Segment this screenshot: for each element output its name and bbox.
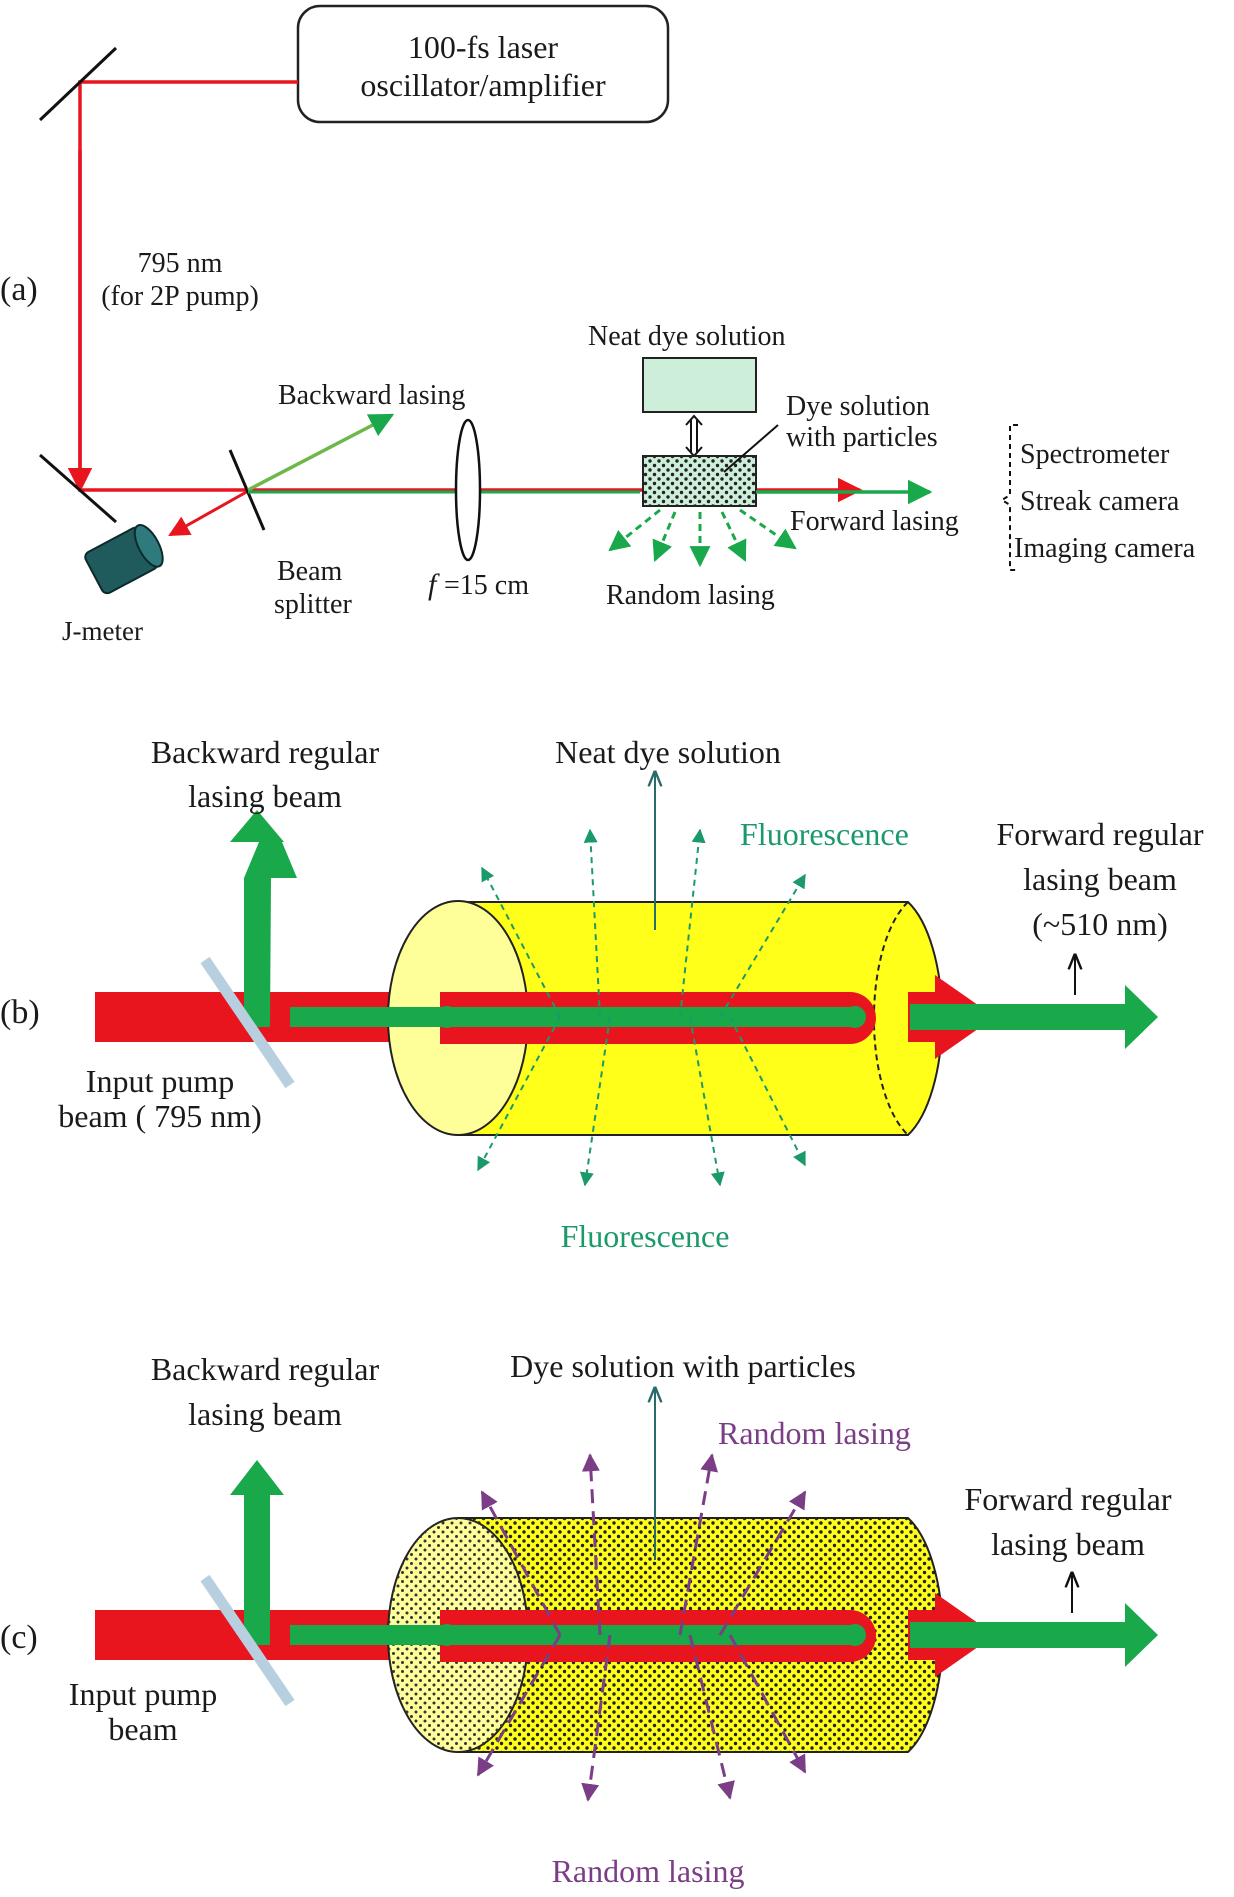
dye-particles-line2: with particles bbox=[786, 422, 938, 453]
panel-a: (a) 100-fs laser oscillator/amplifier bbox=[0, 4, 1196, 646]
fluor-arrow-up-4 bbox=[719, 873, 806, 1018]
j-meter bbox=[84, 524, 164, 595]
fluor-arrow-down-1 bbox=[477, 1016, 561, 1172]
random-arrow-5 bbox=[739, 508, 797, 550]
core-end-right bbox=[844, 1006, 866, 1028]
jmeter-beam bbox=[168, 488, 251, 537]
forward-beam-line1: Forward regular bbox=[996, 816, 1203, 852]
core-end-left bbox=[436, 1006, 458, 1028]
random-c-up-2 bbox=[678, 1453, 719, 1636]
forward-green-arrowhead bbox=[1125, 985, 1158, 1049]
random-arrow-2 bbox=[652, 511, 677, 562]
swap-arrow-icon bbox=[685, 414, 703, 458]
fluor-arrow-up-2 bbox=[679, 828, 706, 1018]
random-c-up-1 bbox=[581, 1453, 602, 1636]
lens-value-label: =15 cm bbox=[444, 570, 529, 601]
panel-c-tag: (c) bbox=[0, 1619, 38, 1656]
random-c-down-2 bbox=[581, 1634, 612, 1802]
fluor-arrow-down-4 bbox=[729, 1016, 806, 1167]
backward-beam-line1: Backward regular bbox=[151, 734, 380, 770]
random-c-up-4 bbox=[718, 1490, 807, 1636]
wavelength-line1: 795 nm bbox=[138, 248, 223, 279]
panel-b: (b) bbox=[0, 734, 1204, 1254]
random-lasing-arrows-c bbox=[476, 1453, 807, 1802]
panel-a-tag: (a) bbox=[0, 271, 38, 308]
beam-splitter-line2: splitter bbox=[274, 589, 352, 620]
panel-b-tag: (b) bbox=[0, 994, 40, 1031]
random-lasing-top-label: Random lasing bbox=[718, 1415, 911, 1451]
j-meter-label: J-meter bbox=[62, 616, 143, 646]
backward-beam-vertical bbox=[244, 878, 270, 1027]
random-c-up-3 bbox=[480, 1490, 562, 1636]
neat-dye-b-label: Neat dye solution bbox=[555, 734, 781, 770]
panel-c: (c) Backward regular lasing bbox=[0, 1348, 1172, 1889]
forward-beam-c-line1: Forward regular bbox=[964, 1481, 1171, 1517]
lens bbox=[454, 418, 482, 562]
backward-beam-shaft-head bbox=[244, 842, 297, 1027]
particle-cuvette-dots bbox=[643, 456, 756, 506]
particle-pointer bbox=[723, 424, 779, 473]
dye-particles-c-label: Dye solution with particles bbox=[510, 1348, 856, 1384]
dye-particles-line1: Dye solution bbox=[786, 391, 930, 422]
random-arrow-1 bbox=[608, 508, 661, 552]
beam-splitter-b bbox=[200, 956, 295, 1089]
backward-beam-arrowhead bbox=[230, 810, 284, 842]
random-lasing-arrows bbox=[608, 508, 797, 568]
forward-beam-c-line2: lasing beam bbox=[991, 1526, 1145, 1562]
random-c-down-4 bbox=[728, 1634, 807, 1774]
fluorescence-arrows bbox=[477, 828, 806, 1187]
backward-beam-line2: lasing beam bbox=[188, 778, 342, 814]
detector-spectrometer: Spectrometer bbox=[1020, 439, 1170, 470]
backward-beam-arrowhead-c bbox=[230, 1460, 284, 1495]
neat-dye-cuvette bbox=[642, 357, 757, 413]
random-lasing-bottom-label: Random lasing bbox=[552, 1853, 745, 1889]
random-lasing-label: Random lasing bbox=[606, 580, 775, 611]
input-beam-line1: Input pump bbox=[86, 1063, 234, 1099]
random-c-down-3 bbox=[688, 1634, 735, 1800]
forward-green-arrowhead-c bbox=[1125, 1603, 1158, 1667]
laser-label-line1: 100-fs laser bbox=[408, 29, 559, 65]
detector-streak-camera: Streak camera bbox=[1020, 486, 1180, 517]
backward-lasing-arrow bbox=[247, 413, 395, 492]
random-arrow-4 bbox=[720, 511, 747, 562]
beam-splitter bbox=[228, 449, 266, 531]
input-beam-c-line2: beam bbox=[108, 1711, 177, 1747]
wavelength-line2: (for 2P pump) bbox=[101, 281, 259, 312]
input-beam-line2: beam ( 795 nm) bbox=[58, 1098, 262, 1134]
forward-beam-line2: lasing beam bbox=[1023, 861, 1177, 897]
inner-lasing-core bbox=[290, 1007, 856, 1027]
laser-box bbox=[296, 4, 670, 124]
fluor-arrow-up-1 bbox=[583, 828, 601, 1018]
forward-lasing-label: Forward lasing bbox=[790, 506, 959, 537]
neat-dye-label: Neat dye solution bbox=[588, 321, 786, 352]
core-end-right-c bbox=[844, 1624, 866, 1646]
laser-label-line2: oscillator/amplifier bbox=[360, 67, 606, 103]
forward-green-beam bbox=[910, 1004, 1125, 1030]
detector-imaging-camera: Imaging camera bbox=[1014, 533, 1196, 564]
backward-beam-c-line2: lasing beam bbox=[188, 1396, 342, 1432]
random-c-down-1 bbox=[476, 1634, 562, 1777]
beam-splitter-c bbox=[200, 1574, 295, 1707]
forward-green-beam-c bbox=[910, 1622, 1125, 1648]
mirror-top bbox=[38, 46, 118, 122]
lens-f-label: f bbox=[428, 568, 440, 601]
backward-beam-vertical-c bbox=[244, 1495, 270, 1645]
core-end-left-c bbox=[436, 1624, 458, 1646]
backward-beam-c-line1: Backward regular bbox=[151, 1351, 380, 1387]
inner-lasing-core-c bbox=[290, 1625, 856, 1645]
fluorescence-bottom-label: Fluorescence bbox=[561, 1218, 730, 1254]
fluorescence-top-label: Fluorescence bbox=[740, 816, 909, 852]
input-beam-c-line1: Input pump bbox=[69, 1676, 217, 1712]
forward-beam-line3: (~510 nm) bbox=[1032, 906, 1168, 942]
backward-lasing-label: Backward lasing bbox=[278, 380, 465, 411]
beam-splitter-line1: Beam bbox=[277, 556, 343, 587]
mirror-bottom bbox=[39, 453, 117, 524]
